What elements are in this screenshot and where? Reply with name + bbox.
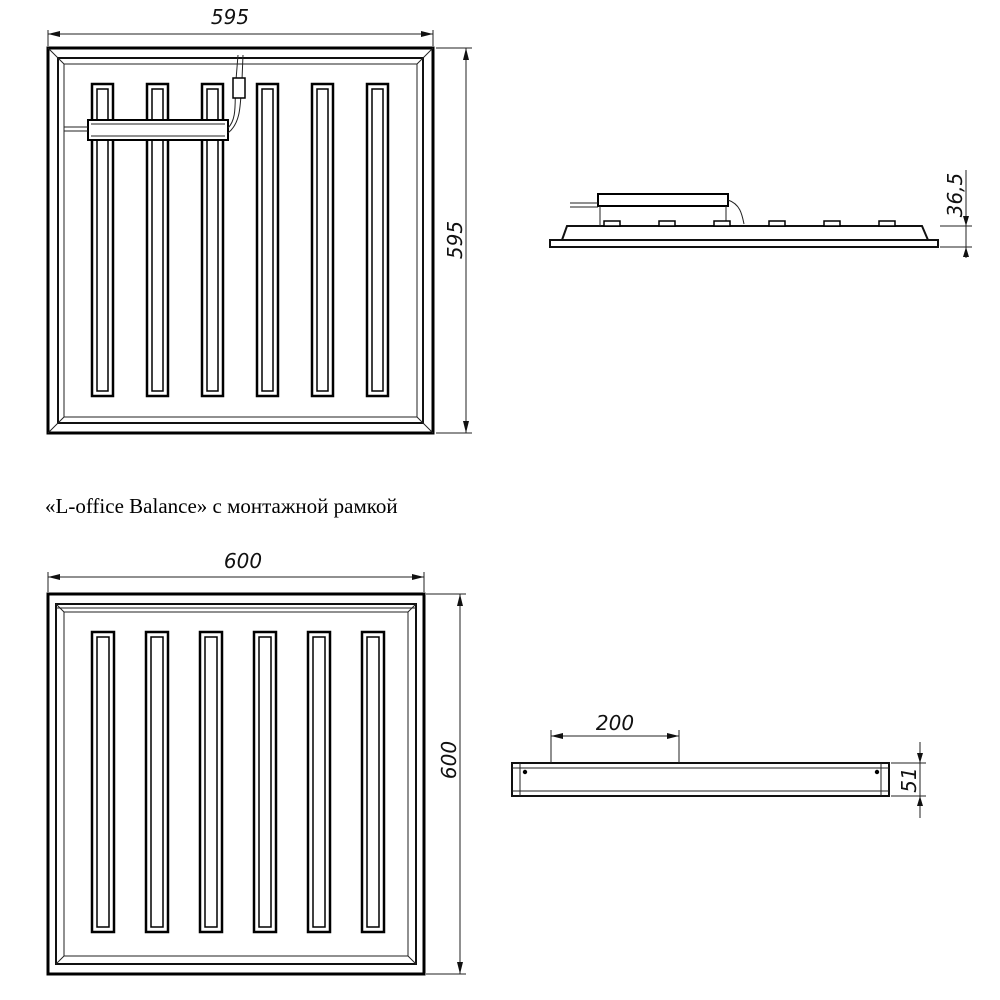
top-side-view-cable	[727, 199, 745, 225]
top-panel-corner-line	[416, 47, 434, 65]
bottom-panel-height-dimension: 600	[426, 593, 466, 975]
top-side-view-body	[561, 225, 929, 241]
bottom-panel-mounting-frame	[46, 592, 426, 976]
bottom-panel-slot	[144, 630, 170, 934]
top-panel-corner-line	[47, 416, 65, 434]
bottom-panel-slot	[90, 630, 116, 934]
top-panel-width-dimension: 595	[47, 5, 434, 46]
bottom-panel-slot-inner	[258, 636, 272, 928]
top-panel-corner-line	[416, 416, 434, 434]
top-panel-driver-unit	[87, 119, 229, 141]
bottom-panel-corner-line	[407, 955, 417, 965]
top-panel-slot	[90, 82, 115, 398]
bottom-panel-slot	[360, 630, 386, 934]
top-panel-slot	[310, 82, 335, 398]
top-panel-connector	[232, 77, 246, 99]
top-panel-slot-inner	[151, 88, 164, 392]
top-side-view-led-module	[878, 220, 896, 227]
bottom-panel-slot	[198, 630, 224, 934]
bottom-side-view-frame	[511, 762, 890, 797]
top-panel-outer-frame	[46, 46, 435, 435]
bottom-panel-corner-line	[55, 955, 65, 965]
top-panel-slot-inner	[261, 88, 274, 392]
bottom-panel-slot	[252, 630, 278, 934]
bottom-panel-width-dimension: 600	[47, 549, 425, 592]
bottom-panel-width-label: 600	[224, 549, 262, 573]
bottom-side-view-hole	[522, 769, 528, 775]
top-panel-height-label: 595	[443, 221, 467, 259]
top-side-view-led-modules	[603, 220, 896, 227]
top-side-view-led-module	[823, 220, 841, 227]
top-panel-slot	[255, 82, 280, 398]
top-side-view-height-dimension: 36,5	[940, 170, 972, 258]
top-side-view-height-label: 36,5	[943, 173, 967, 218]
bottom-panel-frame-inner-edge	[55, 603, 417, 965]
bottom-panel-slot-inner	[366, 636, 380, 928]
top-side-view	[549, 193, 939, 248]
bottom-panel-slot-inner	[312, 636, 326, 928]
top-panel-diffuser-edge	[63, 63, 418, 418]
product-caption: «L-office Balance» с монтажной рамкой	[45, 494, 398, 518]
top-panel-frame-inner-edge	[57, 57, 424, 424]
top-side-view-led-module	[768, 220, 786, 227]
bottom-panel-height-label: 600	[437, 741, 461, 779]
bottom-panel-corner-line	[55, 603, 65, 613]
bottom-panel-corner-line	[407, 603, 417, 613]
top-panel-slot	[145, 82, 170, 398]
top-panel-slots	[90, 82, 390, 398]
bottom-side-view-height-label: 51	[897, 767, 921, 792]
bottom-panel-slot-inner	[96, 636, 110, 928]
top-side-view-frame	[549, 239, 939, 248]
top-panel-slot-inner	[206, 88, 219, 392]
bottom-side-view	[511, 762, 890, 797]
bottom-side-view-width-dimension: 200	[550, 711, 680, 763]
top-side-view-led-module	[603, 220, 621, 227]
bottom-panel-slot-inner	[204, 636, 218, 928]
top-side-view-led-module	[658, 220, 676, 227]
top-panel-slot-inner	[371, 88, 384, 392]
bottom-side-view-height-dimension: 51	[891, 742, 926, 818]
top-panel-slot	[200, 82, 225, 398]
top-panel-slot-inner	[96, 88, 109, 392]
top-panel-front-view	[46, 46, 435, 435]
bottom-panel-slots	[90, 630, 386, 934]
top-panel-height-dimension: 595	[436, 47, 472, 434]
bottom-panel-front-view	[46, 592, 426, 976]
bottom-panel-slot-inner	[150, 636, 164, 928]
top-panel-slot	[365, 82, 390, 398]
top-panel-corner-line	[47, 47, 65, 65]
bottom-panel-diffuser-edge	[63, 611, 409, 957]
bottom-side-view-width-label: 200	[596, 711, 634, 735]
bottom-panel-slot	[306, 630, 332, 934]
top-panel-slot-inner	[316, 88, 329, 392]
top-side-view-driver	[597, 193, 729, 207]
top-panel-width-label: 595	[211, 5, 249, 29]
top-side-view-led-module	[713, 220, 731, 227]
bottom-side-view-hole	[874, 769, 880, 775]
